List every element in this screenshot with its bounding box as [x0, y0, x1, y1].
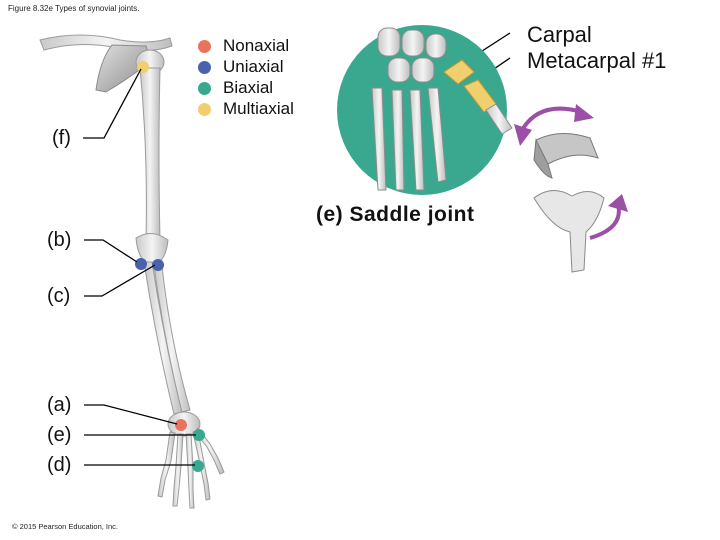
legend-item-uniaxial: Uniaxial: [198, 57, 283, 77]
carpal-label: Carpal: [527, 22, 592, 47]
saddle-upper-face: [533, 138, 553, 179]
label-f: (f): [52, 127, 71, 149]
copyright-notice: © 2015 Pearson Education, Inc.: [12, 522, 119, 531]
inset-hand-bones: [371, 27, 447, 191]
thumb-biaxial-dot: [193, 429, 205, 441]
multiaxial-swatch: [198, 102, 211, 116]
wrist-nonaxial-dot: [175, 419, 187, 431]
label-c: (c): [47, 285, 71, 307]
elbow-joint-dot-2: [152, 259, 164, 271]
clavicle-bone: [39, 34, 173, 52]
saddle-lower-block: [533, 190, 605, 273]
label-b: (b): [47, 229, 72, 251]
hand-bones: [157, 427, 225, 509]
shoulder-joint-dot: [137, 61, 149, 73]
elbow-condyles: [135, 233, 169, 267]
saddle-joint-title: (e) Saddle joint: [316, 203, 475, 226]
legend-label: Nonaxial: [223, 36, 290, 55]
metacarpal-label: Metacarpal #1: [527, 48, 667, 73]
label-d: (d): [47, 454, 72, 476]
elbow-joint-dot-1: [135, 258, 147, 270]
label-a: (a): [47, 394, 72, 416]
legend-label: Uniaxial: [223, 57, 284, 76]
label-e: (e): [47, 424, 72, 446]
rotation-arrows: [514, 104, 628, 240]
legend-label: Biaxial: [223, 78, 274, 97]
uniaxial-swatch: [198, 60, 211, 74]
inset-thumb-bones: [443, 59, 497, 113]
inset-thumb-phalanx: [485, 103, 513, 135]
legend-label: Multiaxial: [223, 99, 294, 118]
nonaxial-swatch: [198, 39, 211, 53]
legend-item-multiaxial: Multiaxial: [198, 99, 294, 119]
radius-bone: [153, 265, 191, 413]
knuckle-biaxial-dot: [192, 460, 204, 472]
carpal-metacarpal-label: Carpal Metacarpal #1: [527, 22, 666, 74]
humerus-bone: [139, 67, 161, 241]
legend-item-biaxial: Biaxial: [198, 78, 273, 98]
biaxial-swatch: [198, 81, 211, 95]
figure-caption: Figure 8.32e Types of synovial joints.: [8, 4, 140, 13]
legend-item-nonaxial: Nonaxial: [198, 36, 289, 56]
